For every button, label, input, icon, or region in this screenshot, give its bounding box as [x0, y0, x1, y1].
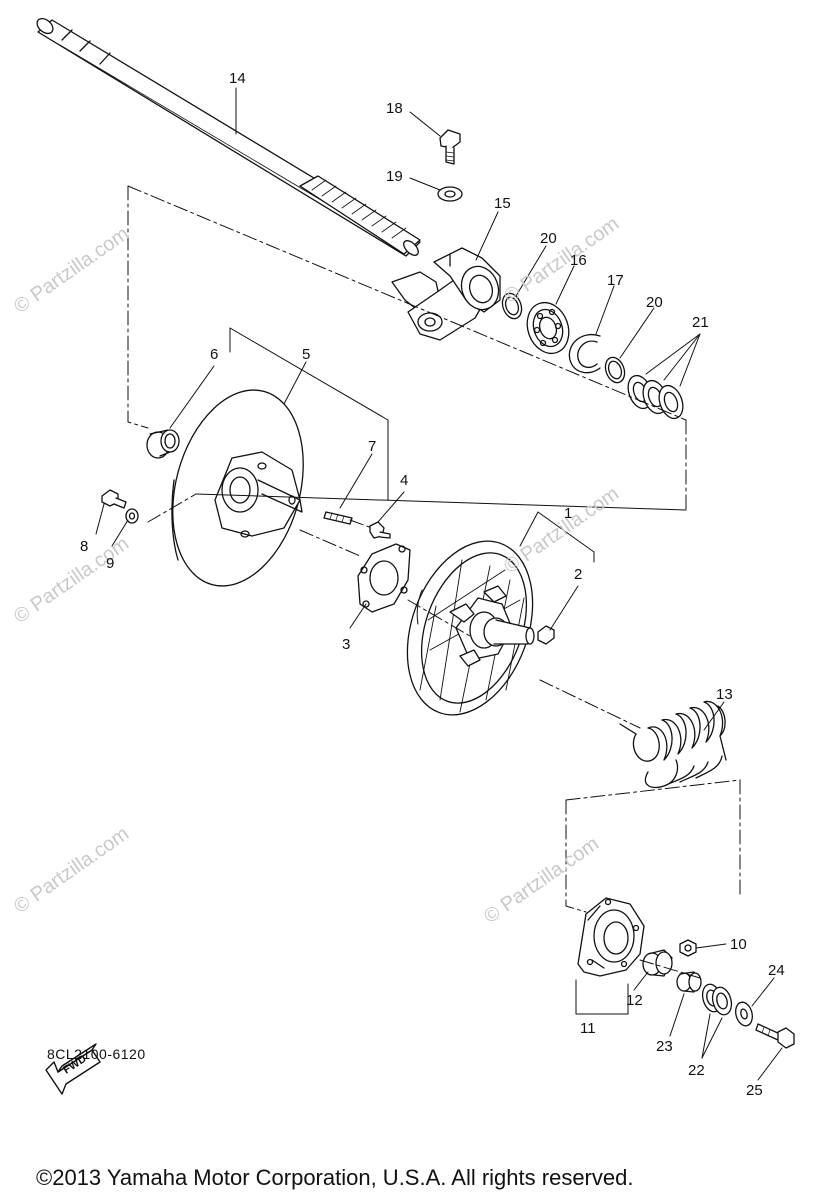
callout-18: 18 [386, 100, 403, 117]
circlip-part-20-b [604, 356, 626, 384]
callout-9: 9 [106, 555, 115, 572]
diagram-code: 8CL2100-6120 [47, 1046, 146, 1062]
callout-25: 25 [746, 1082, 763, 1099]
callout-16: 16 [570, 252, 587, 269]
callout-2: 2 [574, 566, 583, 583]
copyright-notice: ©2013 Yamaha Motor Corporation, U.S.A. A… [36, 1165, 634, 1190]
callout-13: 13 [716, 686, 733, 703]
callout-19: 19 [386, 168, 403, 185]
washer-part-19 [437, 186, 463, 202]
washer-part-24 [735, 1001, 753, 1027]
callout-10: 10 [730, 936, 747, 953]
bushing-part-6 [146, 429, 180, 459]
callout-3: 3 [342, 636, 351, 653]
callout-4: 4 [400, 472, 409, 489]
callout-22: 22 [688, 1062, 705, 1079]
callout-21: 21 [692, 314, 709, 331]
fixed-sheave-part-5 [171, 389, 304, 587]
callout-5: 5 [302, 346, 311, 363]
spring-part-13 [619, 700, 727, 789]
bearing-housing-part-15 [391, 247, 501, 341]
shaft-part-14 [36, 17, 421, 257]
circlip-part-20-a [501, 292, 523, 320]
cam-cover-part-11 [577, 897, 645, 977]
washers-part-22 [701, 983, 733, 1016]
callout-24: 24 [768, 962, 785, 979]
callout-15: 15 [494, 195, 511, 212]
callout-11: 11 [580, 1020, 596, 1037]
callout-6: 6 [210, 346, 219, 363]
callout-7: 7 [368, 438, 377, 455]
callout-8: 8 [80, 538, 89, 555]
screw-part-4 [369, 521, 391, 539]
callout-14: 14 [229, 70, 246, 87]
nut-part-10 [679, 939, 697, 957]
nut-part-2 [537, 625, 555, 645]
plate-part-3 [357, 543, 411, 613]
callout-20a: 20 [540, 230, 557, 247]
shim-set-part-21 [627, 374, 684, 420]
snap-ring-part-17 [568, 334, 601, 374]
washer-part-9 [125, 508, 139, 524]
callout-12: 12 [626, 992, 643, 1009]
leader-lines [95, 87, 783, 1081]
fwd-arrow-icon [45, 1043, 101, 1095]
bolt-part-8 [101, 489, 127, 509]
bolt-part-25 [755, 1023, 795, 1049]
bolt-part-18 [439, 129, 461, 165]
callout-1: 1 [564, 505, 573, 522]
movable-sheave-part-1 [406, 540, 535, 716]
bearing-part-16 [526, 301, 570, 355]
callout-23: 23 [656, 1038, 673, 1055]
callout-20b: 20 [646, 294, 663, 311]
callout-17: 17 [607, 272, 624, 289]
pin-part-7 [323, 511, 353, 525]
assembly-guide-lines [127, 185, 741, 979]
